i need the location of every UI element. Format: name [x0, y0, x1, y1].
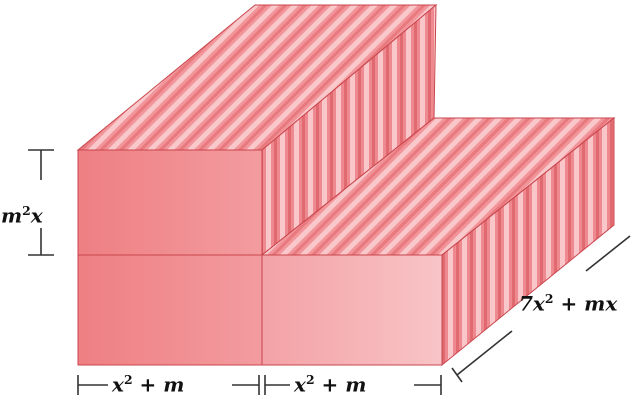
width-left-label: x2 + m — [112, 372, 185, 397]
height-dimension-marker — [28, 149, 54, 256]
height-label: m2x — [1, 203, 43, 228]
front-face-lower-left — [77, 254, 263, 366]
front-face-upper-left — [77, 149, 263, 256]
depth-dimension-marker — [451, 235, 631, 383]
width-right-label: x2 + m — [294, 372, 367, 397]
width-dimension-right-marker — [264, 375, 442, 395]
front-face-lower-right — [261, 254, 443, 366]
width-dimension-left-marker — [77, 375, 260, 395]
depth-label: 7x2 + mx — [519, 291, 618, 316]
